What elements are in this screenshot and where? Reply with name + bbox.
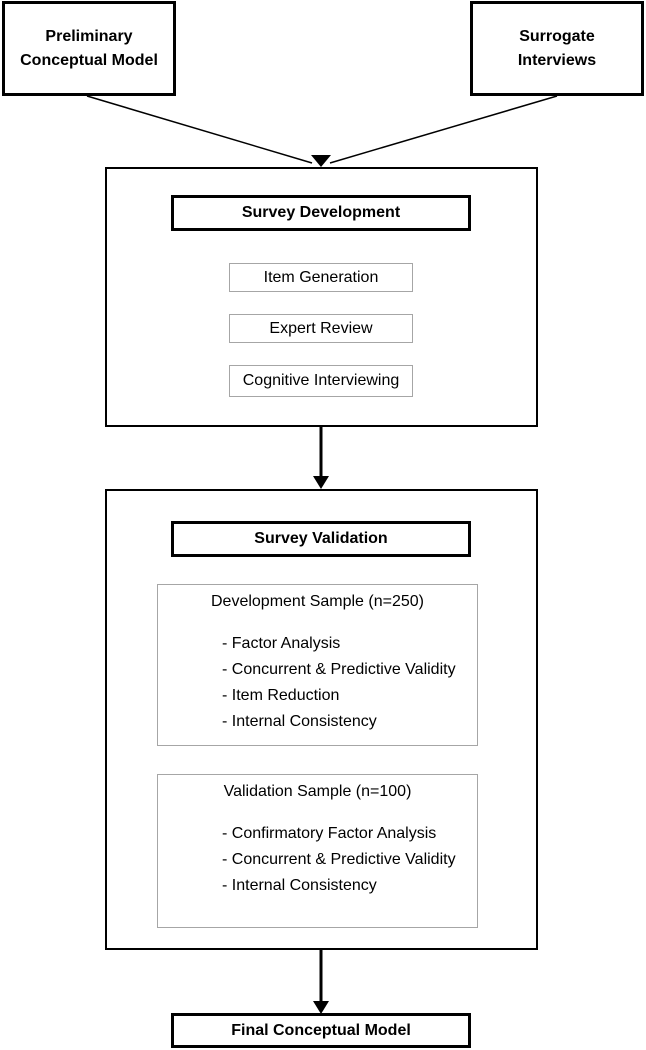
preliminary-model-box: Preliminary Conceptual Model	[2, 1, 176, 96]
step-item-generation: Item Generation	[229, 263, 413, 292]
arrow-surrogate-to-development	[329, 95, 558, 164]
surrogate-interviews-box: Surrogate Interviews	[470, 1, 644, 96]
validation-title: Survey Validation	[171, 521, 471, 557]
development-title: Survey Development	[171, 195, 471, 231]
step-cognitive-interviewing: Cognitive Interviewing	[229, 365, 413, 397]
list-item: - Confirmatory Factor Analysis	[222, 825, 437, 842]
final-conceptual-model-box: Final Conceptual Model	[171, 1013, 471, 1048]
list-item: - Factor Analysis	[222, 635, 341, 652]
arrowhead-into-development	[311, 155, 331, 167]
validation-sample-box: Validation Sample (n=100) - Confirmatory…	[157, 774, 478, 928]
list-item: - Concurrent & Predictive Validity	[222, 661, 456, 678]
validation-sample-list: - Confirmatory Factor Analysis - Concurr…	[222, 821, 456, 899]
list-item: - Item Reduction	[222, 687, 340, 704]
surrogate-interviews-label: Surrogate Interviews	[518, 25, 596, 73]
development-sample-list: - Factor Analysis - Concurrent & Predict…	[222, 631, 456, 735]
preliminary-line-1: Preliminary	[45, 27, 133, 45]
step-expert-review: Expert Review	[229, 314, 413, 343]
development-sample-box: Development Sample (n=250) - Factor Anal…	[157, 584, 478, 746]
validation-sample-title: Validation Sample (n=100)	[223, 783, 412, 800]
preliminary-line-2: Conceptual Model	[20, 51, 158, 69]
surrogate-line-1: Surrogate	[519, 27, 595, 45]
list-item: - Concurrent & Predictive Validity	[222, 851, 456, 868]
arrow-preliminary-to-development	[86, 95, 313, 164]
list-item: - Internal Consistency	[222, 877, 377, 894]
surrogate-line-2: Interviews	[517, 51, 597, 69]
list-item: - Internal Consistency	[222, 713, 377, 730]
arrowhead-into-final	[313, 1001, 329, 1014]
arrowhead-into-validation	[313, 476, 329, 489]
preliminary-model-label: Preliminary Conceptual Model	[20, 25, 158, 73]
development-sample-title: Development Sample (n=250)	[210, 593, 424, 610]
